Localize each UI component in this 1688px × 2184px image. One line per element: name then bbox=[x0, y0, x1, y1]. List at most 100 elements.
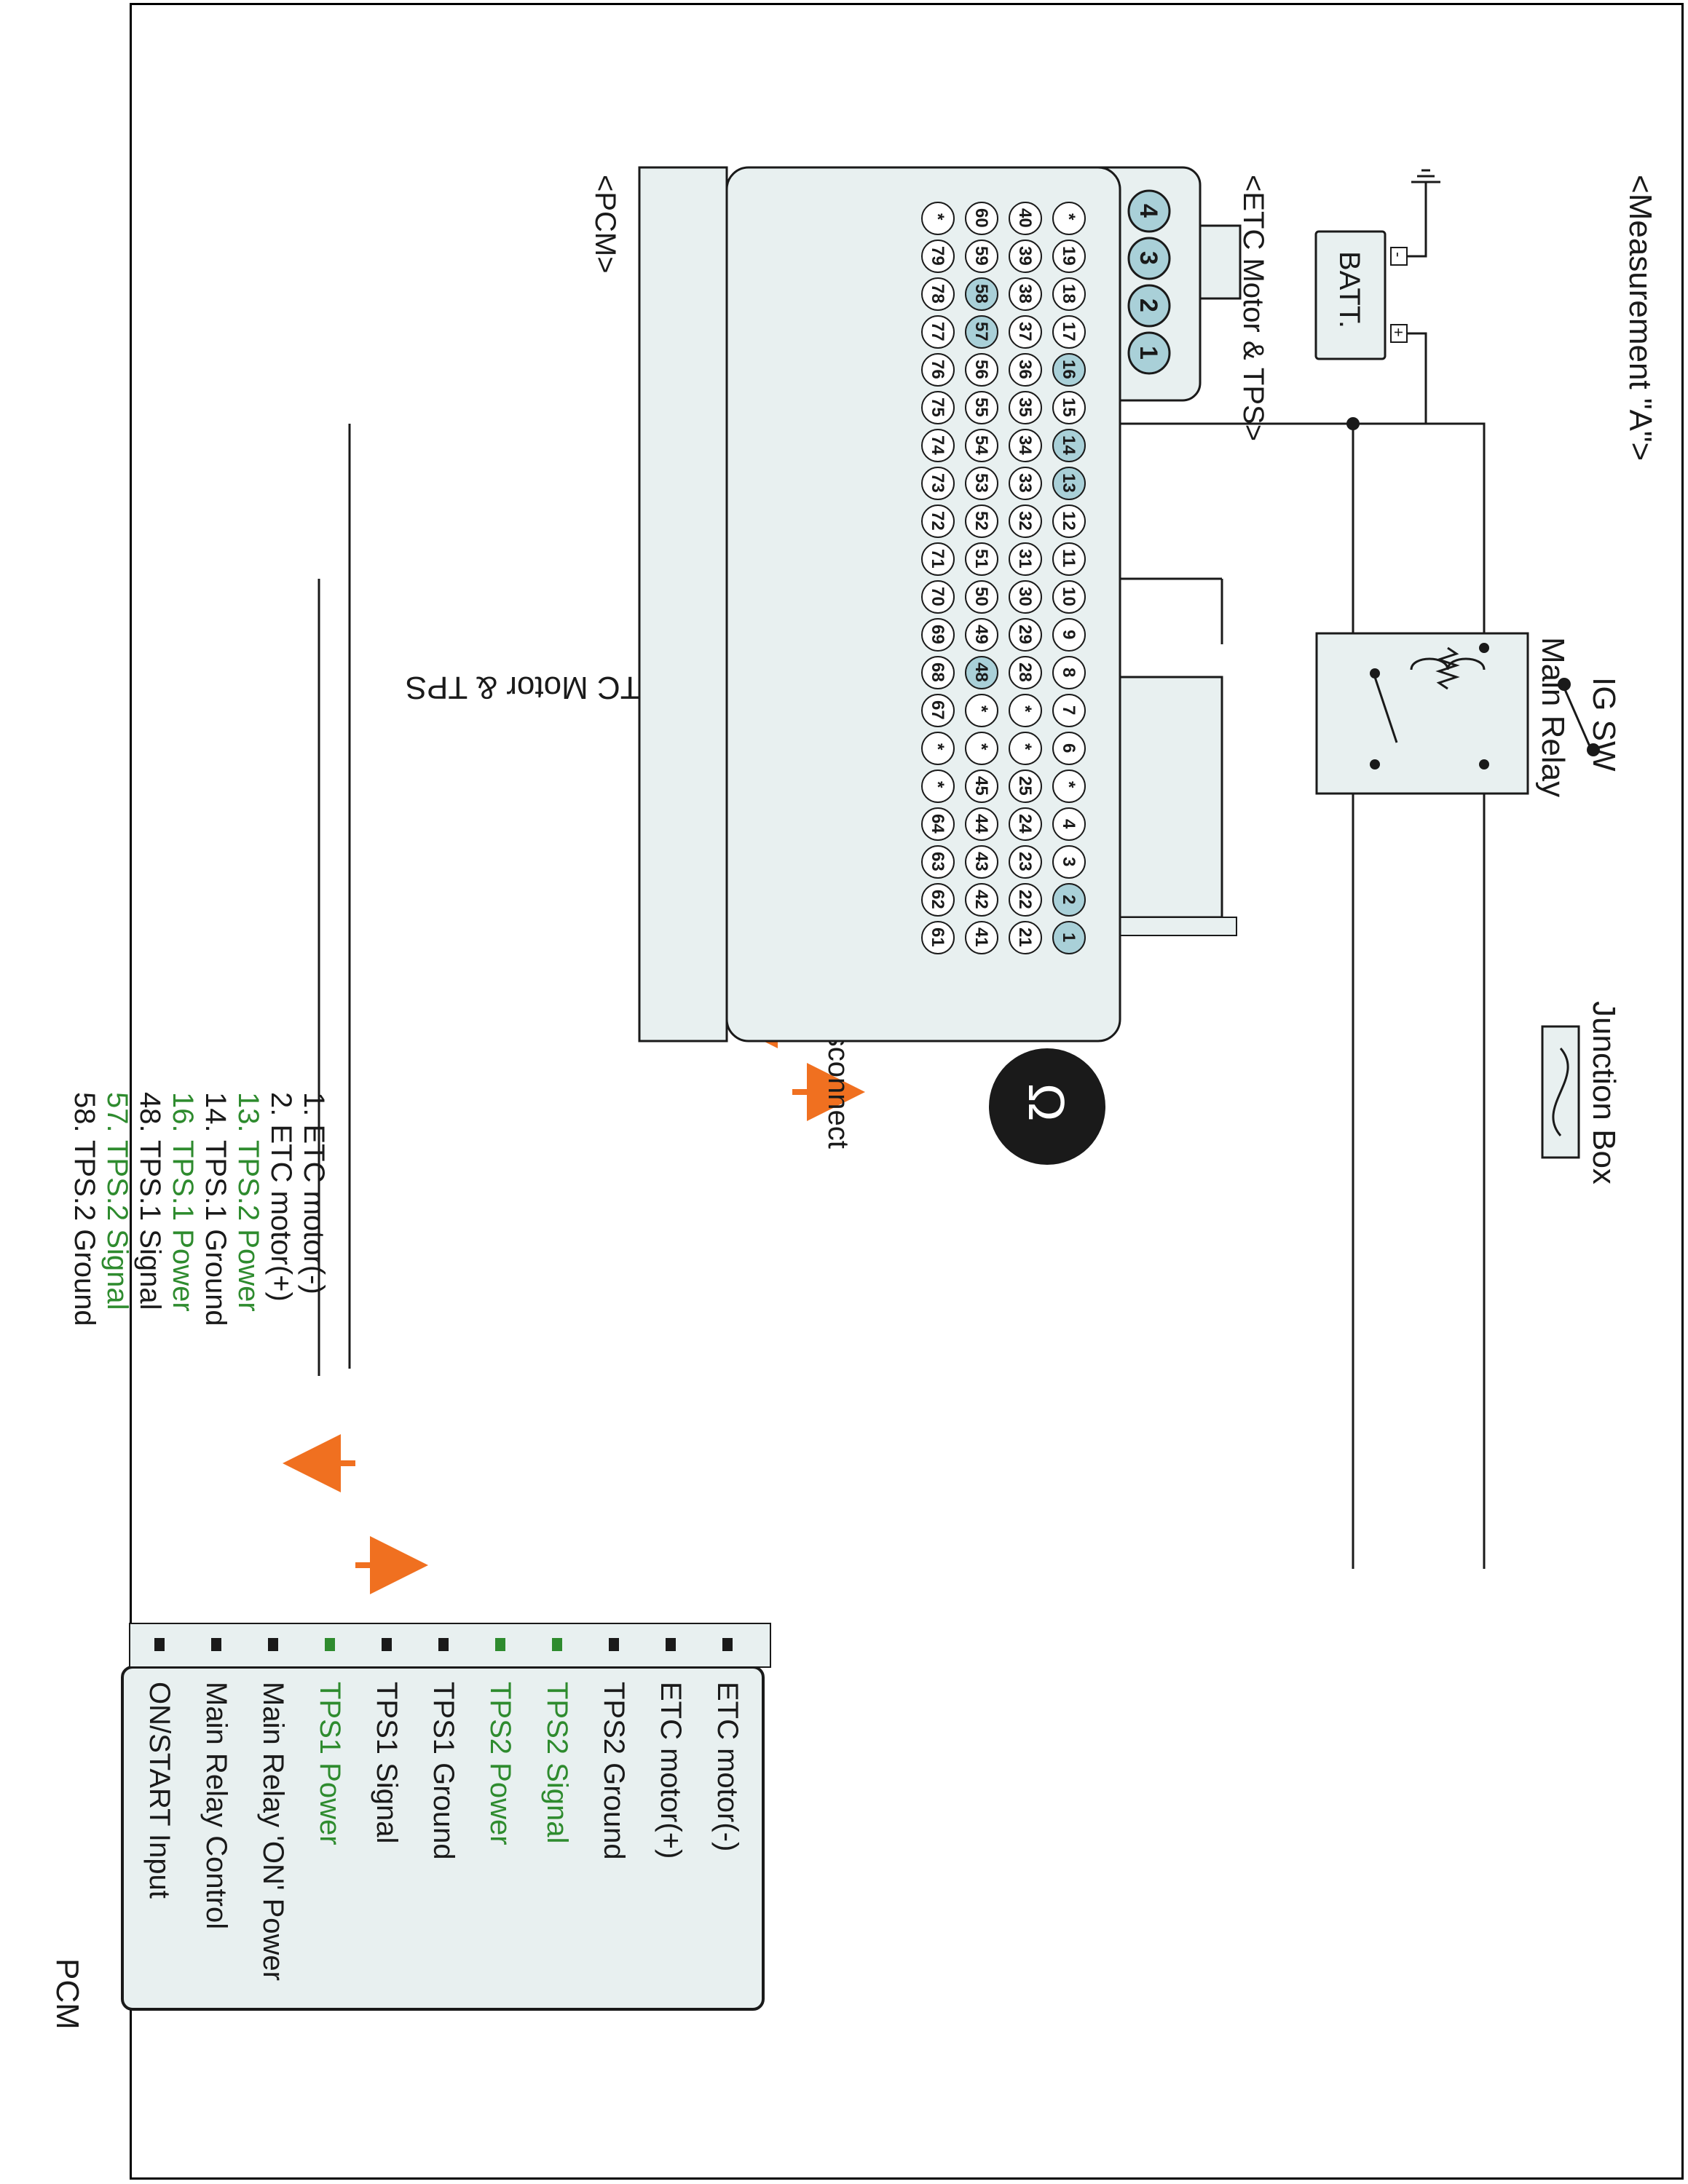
pcm-connector-pin bbox=[1052, 391, 1086, 424]
pcm-connector-pin bbox=[1052, 467, 1086, 500]
pcm-connector-pin bbox=[1009, 883, 1042, 917]
pcm-terminal-label: Main Relay 'ON' Power bbox=[257, 1682, 289, 1981]
pcm-connector-pin bbox=[1052, 202, 1086, 235]
pcm-connector-pin-label: 35 bbox=[1015, 397, 1035, 417]
pcm-connector-pin bbox=[1052, 315, 1086, 349]
pcm-connector-pin bbox=[965, 732, 998, 765]
pcm-connector-pin-label: 2 bbox=[1059, 895, 1078, 904]
pcm-connector-pin bbox=[1009, 921, 1042, 954]
pcm-connector-pin bbox=[1009, 656, 1042, 689]
pcm-terminal-label: Main Relay Control bbox=[200, 1682, 232, 1929]
pcm-connector-pin-label: 36 bbox=[1015, 360, 1035, 379]
pcm-connector-pin-label: * bbox=[928, 743, 947, 751]
pcm-connector-pin bbox=[921, 921, 955, 954]
pcm-connector-pin bbox=[921, 694, 955, 727]
pcm-connector-pin bbox=[1052, 429, 1086, 462]
pcm-connector-pin bbox=[921, 240, 955, 273]
pcm-connector-pin bbox=[1052, 542, 1086, 576]
pcm-connector-pin bbox=[921, 883, 955, 917]
etc-connector-pin-label: 2 bbox=[1135, 298, 1162, 312]
pcm-connector-pin-label: 62 bbox=[928, 890, 947, 909]
battery-minus: - bbox=[1389, 252, 1408, 257]
pcm-connector-pin-label: 24 bbox=[1015, 814, 1035, 834]
pcm-connector-pin-label: 16 bbox=[1059, 360, 1078, 379]
pcm-connector-pin bbox=[965, 277, 998, 311]
pcm-terminal-label: ETC motor(-) bbox=[711, 1682, 744, 1851]
etc-block-label: ETC Motor & TPS bbox=[406, 670, 661, 705]
pcm-pin-list-item: 48. TPS.1 Signal bbox=[134, 1092, 166, 1310]
pcm-connector-pin-label: 49 bbox=[971, 625, 991, 644]
pcm-terminal-pin bbox=[154, 1638, 165, 1651]
junction-box: Junction Box bbox=[1541, 1001, 1622, 1184]
pcm-connector-pin bbox=[921, 391, 955, 424]
battery-label: BATT. bbox=[1333, 251, 1365, 328]
ig-switch-label: IG SW bbox=[1586, 677, 1622, 772]
pcm-connector-pin-label: 31 bbox=[1015, 549, 1035, 569]
pcm-connector-pin bbox=[1009, 505, 1042, 538]
pcm-connector-pin-label: 22 bbox=[1015, 890, 1035, 909]
pcm-terminal-pin bbox=[211, 1638, 221, 1651]
pcm-connector-pin bbox=[965, 315, 998, 349]
pcm-connector-pin-label: 29 bbox=[1015, 625, 1035, 644]
pcm-connector-pin-label: 6 bbox=[1059, 743, 1078, 753]
pcm-connector-pin bbox=[921, 353, 955, 387]
pcm-terminal-label: ETC motor(+) bbox=[655, 1682, 687, 1859]
pcm-connector-pin bbox=[921, 277, 955, 311]
pcm-connector-pin-label: 54 bbox=[971, 435, 991, 455]
pcm-connector-pin bbox=[1009, 391, 1042, 424]
pcm-connector-pin-label: * bbox=[1015, 743, 1035, 751]
pcm-connector-pin bbox=[965, 542, 998, 576]
pcm-connector-pin-label: 64 bbox=[928, 814, 947, 834]
ohmmeter-symbol: Ω bbox=[1018, 1083, 1075, 1121]
pcm-connector-pin-label: 70 bbox=[928, 587, 947, 606]
pcm-connector-pin bbox=[1052, 618, 1086, 652]
pcm-connector-pin bbox=[965, 202, 998, 235]
pcm-connector-pin bbox=[921, 505, 955, 538]
etc-connector-pin bbox=[1127, 237, 1171, 280]
pcm-connector-pin-label: 11 bbox=[1059, 549, 1078, 567]
pcm-connector-pin-label: 8 bbox=[1059, 668, 1078, 677]
pcm-terminal-label: TPS1 Signal bbox=[371, 1682, 403, 1843]
ground-symbol bbox=[1407, 169, 1440, 258]
pcm-connector-pin-label: 48 bbox=[971, 662, 991, 682]
pcm-terminal-label: TPS2 Signal bbox=[541, 1682, 573, 1843]
pcm-connector-pin-label: 39 bbox=[1015, 246, 1035, 266]
pcm-connector-pin-label: * bbox=[1059, 213, 1078, 221]
pcm-connector-pin-label: 74 bbox=[928, 435, 947, 455]
pcm-connector-pin-label: * bbox=[928, 213, 947, 221]
etc-connector-pin bbox=[1127, 189, 1171, 233]
pcm-connector-pin bbox=[965, 429, 998, 462]
pcm-connector-pin bbox=[921, 807, 955, 841]
pcm-connector-pin-label: 79 bbox=[928, 246, 947, 266]
pcm-connector-pin-label: 7 bbox=[1059, 705, 1078, 715]
pcm-connector-pin bbox=[1009, 315, 1042, 349]
pcm-connector-pin-label: 77 bbox=[928, 322, 947, 341]
pcm-connector-pin bbox=[1009, 618, 1042, 652]
pcm-pin-list-item: 2. ETC motor(+) bbox=[265, 1092, 297, 1302]
pcm-connector-pin bbox=[1052, 807, 1086, 841]
pcm-terminal-pin bbox=[609, 1638, 619, 1651]
pcm-connector-pin-label: 68 bbox=[928, 662, 947, 682]
junction-dot bbox=[1346, 417, 1360, 430]
pcm-connector-pin-label: 13 bbox=[1059, 473, 1078, 493]
pcm-connector-pin-label: * bbox=[971, 705, 991, 713]
pcm-connector-pin bbox=[1052, 732, 1086, 765]
pcm-connector-pin-label: 12 bbox=[1059, 511, 1078, 531]
pcm-connector-pin bbox=[1009, 277, 1042, 311]
pcm-terminal-pin bbox=[722, 1638, 733, 1651]
pcm-connector-pin bbox=[1009, 580, 1042, 614]
main-relay: Main Relay bbox=[1315, 632, 1571, 797]
pcm-connector-pin-label: 34 bbox=[1015, 435, 1035, 455]
pcm-connector-pin-label: 23 bbox=[1015, 852, 1035, 871]
pcm-connector-face: *191817161514131211109876*43214039383736… bbox=[638, 166, 1121, 1042]
pcm-connector-pin-label: 3 bbox=[1059, 857, 1078, 866]
pcm-terminal-pin bbox=[552, 1638, 562, 1651]
pcm-terminal-label: TPS1 Ground bbox=[427, 1682, 460, 1860]
pcm-pin-list-item: 16. TPS.1 Power bbox=[167, 1092, 199, 1312]
pcm-connector-pin-label: 32 bbox=[1015, 511, 1035, 531]
pcm-connector-pin-label: 28 bbox=[1015, 662, 1035, 682]
pcm-connector-pin-label: 67 bbox=[928, 700, 947, 720]
